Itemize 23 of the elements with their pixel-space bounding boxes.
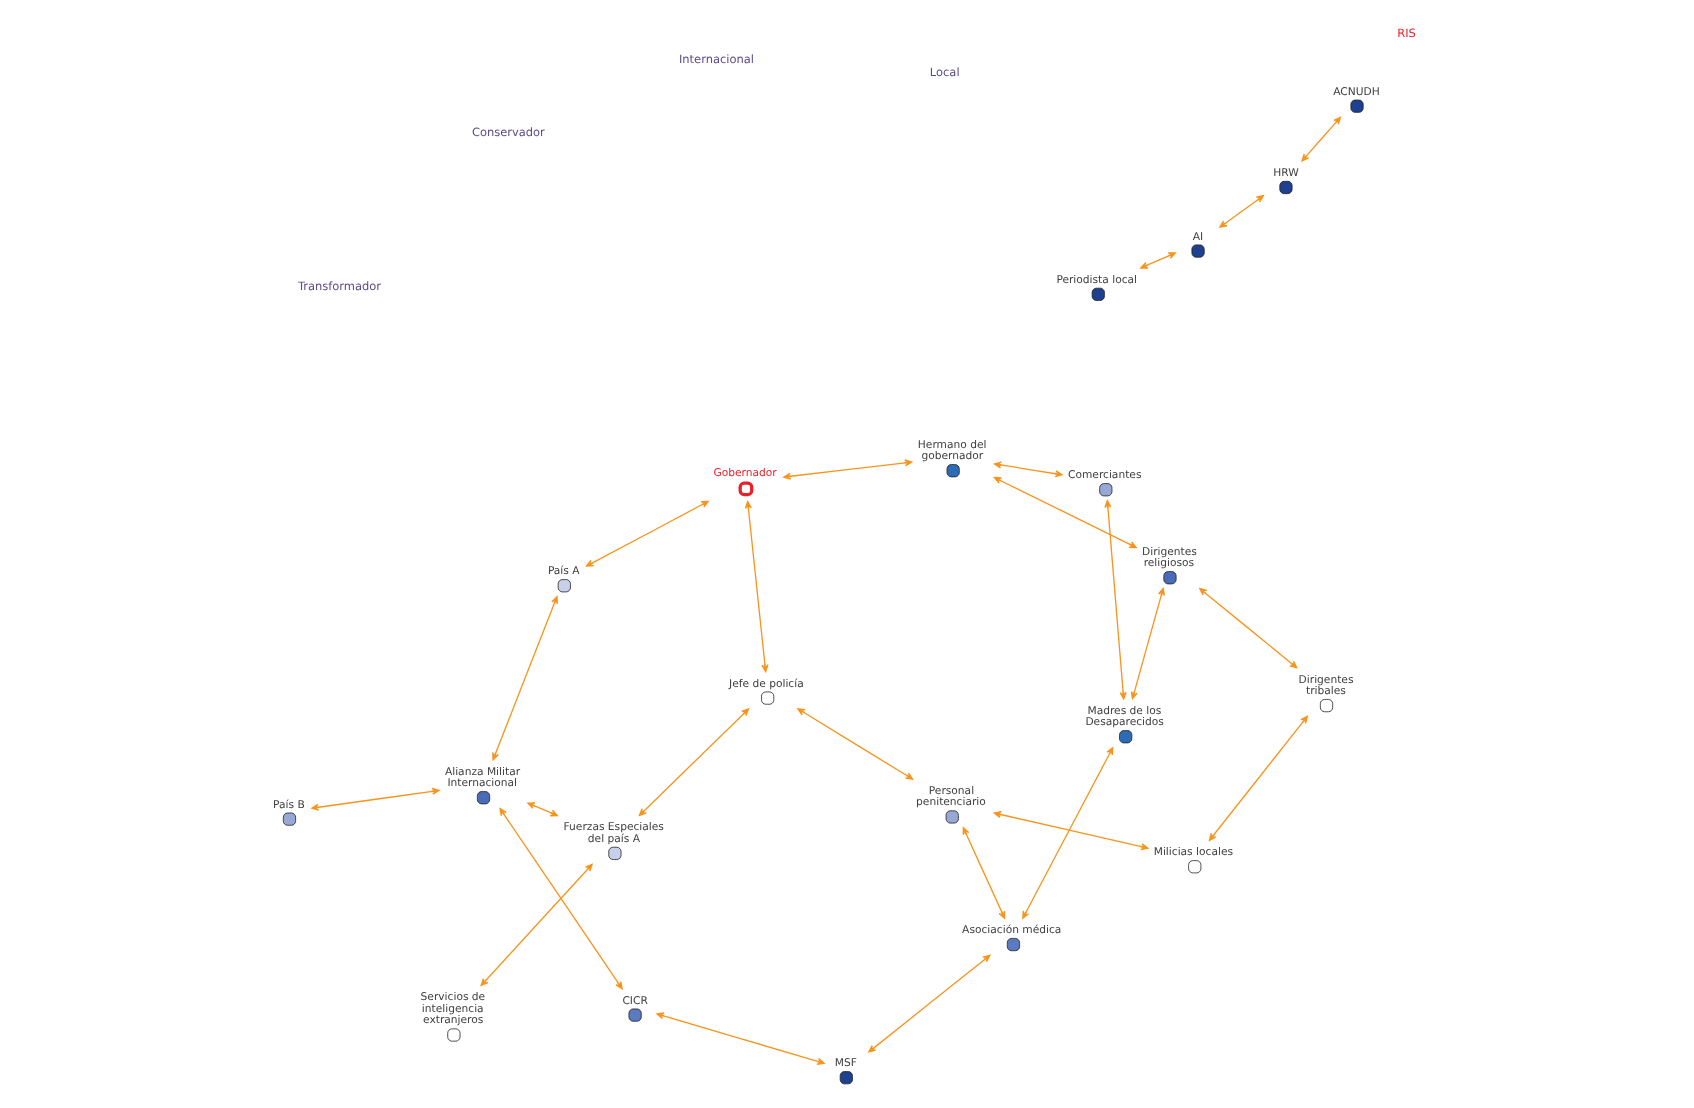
arrow — [867, 954, 990, 1053]
arrow — [1300, 116, 1341, 162]
arrow — [992, 476, 1136, 549]
arrow — [743, 500, 768, 673]
arrow — [1129, 587, 1164, 700]
arrow — [1198, 587, 1297, 669]
arrow — [1218, 195, 1264, 228]
arrow — [1021, 747, 1113, 919]
arrow — [992, 461, 1062, 478]
arrow — [992, 810, 1148, 851]
arrow — [782, 459, 912, 480]
arrow — [1103, 500, 1126, 700]
arrow — [1207, 715, 1308, 841]
arrow — [491, 595, 557, 761]
arrow — [655, 1012, 824, 1065]
arrow — [526, 802, 558, 817]
arrow — [796, 708, 913, 780]
arrow — [479, 863, 592, 987]
arrow — [637, 708, 749, 817]
arrow — [310, 787, 439, 811]
arrow — [584, 500, 708, 567]
arrow — [961, 827, 1005, 919]
arrow — [1139, 252, 1175, 269]
